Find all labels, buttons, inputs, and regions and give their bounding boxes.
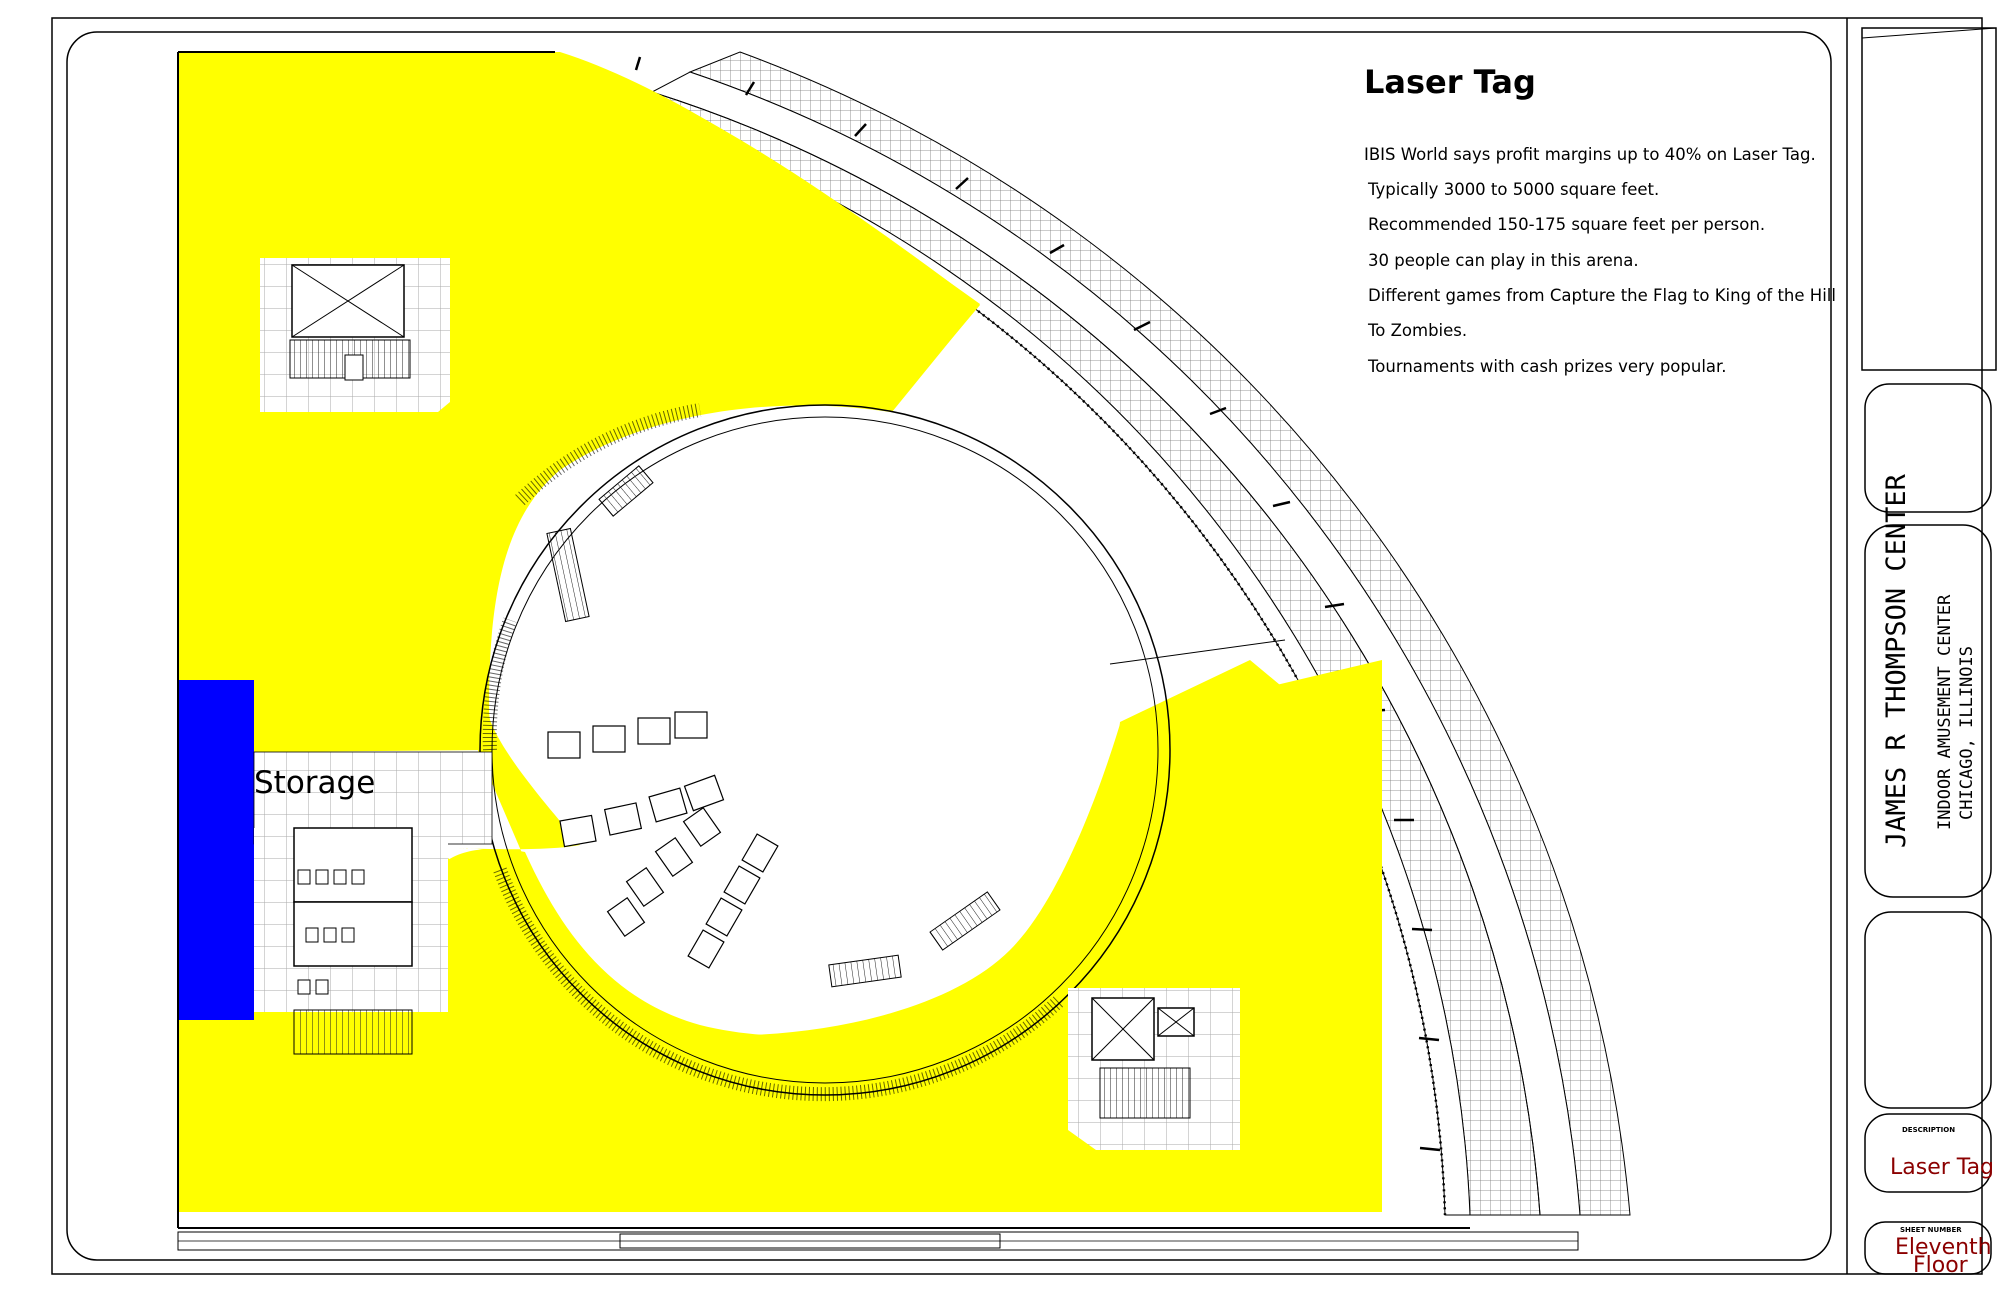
title-block: JAMES R THOMPSON CENTER INDOOR AMUSEMENT… (1846, 18, 1997, 1278)
notes-list: IBIS World says profit margins up to 40%… (1364, 145, 1836, 376)
sheet-border (51, 17, 1983, 1275)
northwest-core (260, 258, 450, 412)
storage-room (178, 680, 254, 1020)
sheet-number-box (1864, 1221, 1992, 1275)
sheet-number-value: Eleventh (1895, 1235, 1992, 1260)
project-name: JAMES R THOMPSON CENTER (1881, 473, 1912, 848)
project-name-box (1864, 524, 1992, 898)
note-line: Typically 3000 to 5000 square feet. (1367, 180, 1659, 199)
south-wall (177, 1227, 1579, 1251)
note-line: 30 people can play in this arena. (1368, 251, 1639, 270)
note-line: Recommended 150-175 square feet per pers… (1368, 215, 1765, 234)
note-line: To Zombies. (1367, 321, 1467, 340)
drawing-frame (66, 31, 1832, 1261)
atrium-workstations (547, 711, 779, 969)
southeast-core (1068, 988, 1240, 1150)
sheet-number-value-line2: Floor (1913, 1253, 1969, 1278)
west-core-restrooms (254, 827, 448, 1055)
project-subtitle: INDOOR AMUSEMENT CENTER (1935, 594, 1955, 830)
title-block-logo-box (1861, 27, 1997, 371)
title-block-box (1864, 911, 1992, 1109)
title-block-box (1864, 383, 1992, 513)
sheet-number-heading: SHEET NUMBER (1900, 1226, 1962, 1234)
note-line: Different games from Capture the Flag to… (1368, 286, 1836, 305)
note-line: Tournaments with cash prizes very popula… (1367, 357, 1727, 376)
storage-label: Storage (254, 765, 375, 801)
atrium-stairs (546, 465, 1001, 988)
note-line: IBIS World says profit margins up to 40%… (1364, 145, 1816, 164)
project-location: CHICAGO, ILLINOIS (1957, 646, 1977, 820)
sheet-title: Laser Tag (1364, 63, 1536, 101)
central-atrium (479, 403, 1286, 1102)
description-value: Laser Tag (1890, 1155, 1994, 1180)
curved-facade (598, 51, 1631, 1216)
description-heading: DESCRIPTION (1902, 1126, 1955, 1134)
description-box (1864, 1113, 1992, 1193)
